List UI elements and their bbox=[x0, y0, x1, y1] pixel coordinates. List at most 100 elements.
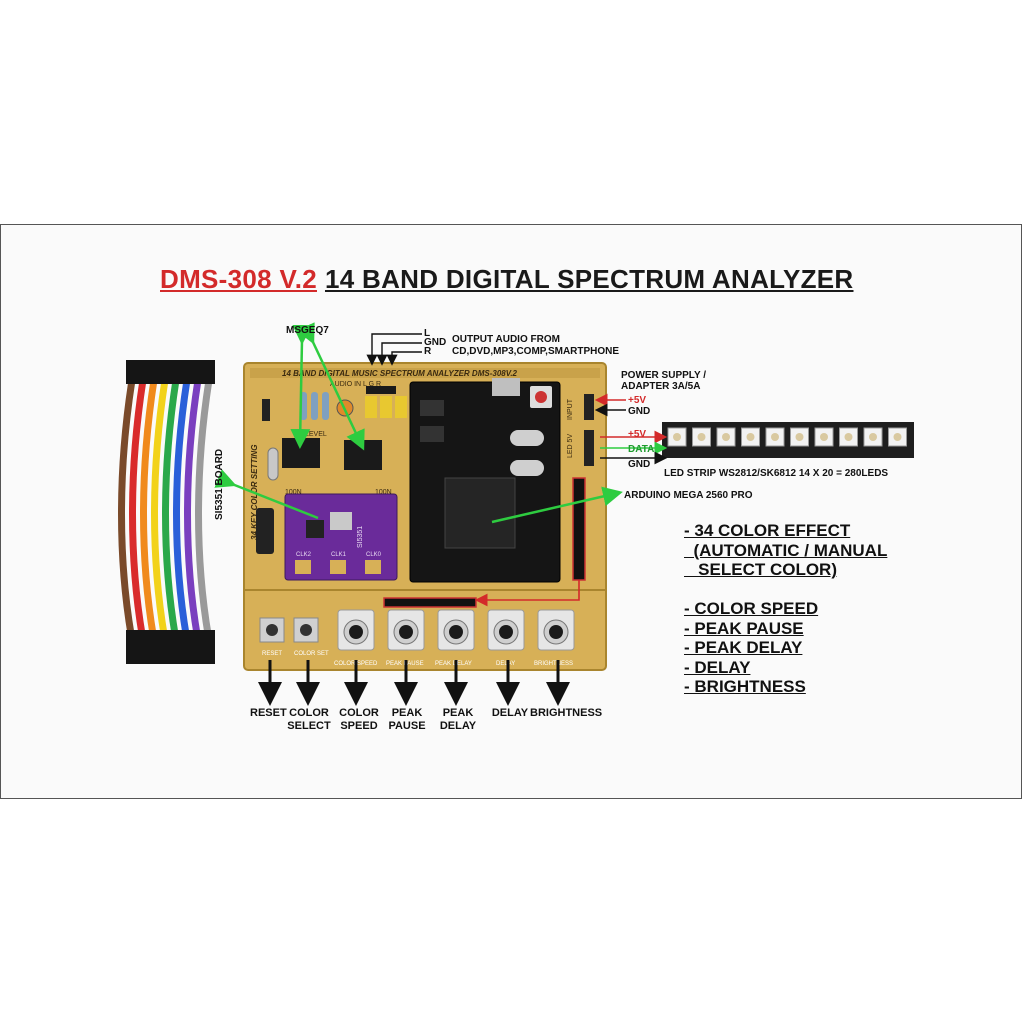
regulator-2 bbox=[420, 426, 444, 442]
capacitor-2 bbox=[380, 396, 392, 418]
led-die bbox=[746, 433, 755, 441]
silk-brightness-text: BRIGHTNESS bbox=[534, 661, 573, 667]
feature-item: (AUTOMATIC / MANUAL bbox=[684, 541, 888, 560]
jumper-connector-top bbox=[126, 360, 138, 384]
led-strip-label: LED STRIP WS2812/SK6812 14 X 20 = 280LED… bbox=[664, 468, 889, 479]
feature-item: - PEAK PAUSE bbox=[684, 619, 804, 638]
potentiometers bbox=[337, 609, 575, 651]
potentiometer-knob bbox=[449, 625, 463, 639]
feature-item: - DELAY bbox=[684, 658, 751, 677]
crystal-1 bbox=[510, 430, 544, 446]
led-die bbox=[795, 433, 804, 441]
feature-item: SELECT COLOR) bbox=[684, 560, 837, 579]
led-data-label: DATA bbox=[628, 444, 655, 455]
crystal-2 bbox=[510, 460, 544, 476]
jumper-connector-bottom bbox=[126, 630, 138, 664]
led-die bbox=[722, 433, 730, 441]
inductor bbox=[267, 447, 279, 481]
reset-button-cap bbox=[266, 624, 278, 636]
feature-item: - COLOR SPEED bbox=[684, 599, 819, 618]
potentiometer-knob bbox=[499, 625, 513, 639]
output-header bbox=[572, 477, 586, 581]
si5351-clk2-pad bbox=[295, 560, 311, 574]
jumper-connector-bottom bbox=[159, 630, 171, 664]
jumper-connector-top bbox=[159, 360, 171, 384]
silk-color-set-text: COLOR SET bbox=[294, 651, 329, 657]
model-name: DMS-308 V.2 bbox=[160, 264, 317, 294]
audio-r-label: R bbox=[424, 346, 432, 357]
audio-gnd-arrow bbox=[376, 342, 422, 366]
jumper-connector-top bbox=[192, 360, 204, 384]
header-link-arrow bbox=[474, 580, 580, 607]
arduino-label: ARDUINO MEGA 2560 PRO bbox=[624, 490, 753, 501]
jumper-connector-bottom bbox=[148, 630, 160, 664]
jumper-connector-bottom bbox=[203, 630, 215, 664]
silk-reset-text: RESET bbox=[262, 651, 282, 657]
control-arrows bbox=[258, 660, 570, 706]
resistor-3 bbox=[322, 392, 329, 420]
power-supply-label-1: POWER SUPPLY / bbox=[621, 370, 707, 381]
led-strip-leds bbox=[667, 427, 907, 447]
si5351-chip bbox=[306, 520, 324, 538]
diode bbox=[262, 399, 270, 421]
audio-gnd-label: GND bbox=[424, 337, 447, 348]
feature-item: - BRIGHTNESS bbox=[684, 677, 806, 696]
jumper-connector-bottom bbox=[192, 630, 204, 664]
jumper-wire bbox=[162, 376, 180, 644]
led-die bbox=[844, 433, 853, 441]
power-5v-label: +5V bbox=[628, 395, 647, 406]
led-5v-label: +5V bbox=[628, 429, 647, 440]
si5351-clk0-pad bbox=[365, 560, 381, 574]
pcb-title-text: 14 BAND DIGITAL MUSIC SPECTRUM ANALYZER … bbox=[282, 369, 518, 378]
output-audio-label-2: CD,DVD,MP3,COMP,SMARTPHONE bbox=[452, 346, 620, 357]
si5351-crystal bbox=[330, 512, 352, 530]
potentiometer-knob bbox=[349, 625, 363, 639]
feature-item: - PEAK DELAY bbox=[684, 638, 803, 657]
potentiometer-knob bbox=[549, 625, 563, 639]
led-die bbox=[697, 433, 706, 441]
led-die bbox=[673, 433, 681, 441]
jumper-connector-bottom bbox=[181, 630, 193, 664]
power-gnd-label: GND bbox=[628, 406, 651, 417]
control-header bbox=[383, 597, 477, 608]
resistor-2 bbox=[311, 392, 318, 420]
jumper-connector-top bbox=[170, 360, 182, 384]
jumper-wire bbox=[151, 376, 169, 644]
feature-item: - 34 COLOR EFFECT bbox=[684, 521, 851, 540]
electrolytic-capacitor bbox=[256, 508, 274, 554]
jumper-wire bbox=[173, 376, 191, 644]
silk-delay-text: DELAY bbox=[496, 661, 515, 667]
pcb-level-text: LEVEL bbox=[305, 431, 327, 438]
led-die bbox=[893, 433, 902, 441]
silk-peak-delay-text: PEAK DELAY bbox=[435, 661, 472, 667]
jumper-connector-top bbox=[181, 360, 193, 384]
si5351-arrow bbox=[214, 469, 319, 520]
msgeq7-chip-2 bbox=[344, 440, 382, 470]
brightness-label: BRIGHTNESS bbox=[530, 707, 603, 719]
audio-l-label: L bbox=[424, 328, 431, 339]
power-supply-label-2: ADAPTER 3A/5A bbox=[621, 381, 701, 392]
pcb-cap-left-text: 100N bbox=[285, 489, 302, 496]
pcb-cap-right-text: 100N bbox=[375, 489, 392, 496]
si5351-clk2-text: CLK2 bbox=[296, 552, 312, 558]
si5351-clk0-text: CLK0 bbox=[366, 552, 382, 558]
capacitor-1 bbox=[365, 396, 377, 418]
capacitor-3 bbox=[395, 396, 407, 418]
si5351-label: SI5351 BOARD bbox=[214, 448, 225, 520]
jumper-wire-bundle bbox=[118, 360, 215, 664]
pcb-title-strip bbox=[250, 368, 600, 378]
regulator-1 bbox=[420, 400, 444, 416]
led-gnd-label: GND bbox=[628, 459, 651, 470]
jumper-wire bbox=[195, 376, 213, 644]
product-name: 14 BAND DIGITAL SPECTRUM ANALYZER bbox=[324, 264, 854, 294]
delay-label: DELAY bbox=[491, 707, 529, 719]
arduino-arrow bbox=[491, 486, 623, 524]
si5351-chip-text: SI5351 bbox=[357, 526, 364, 548]
led-die bbox=[869, 433, 877, 441]
output-audio-label-1: OUTPUT AUDIO FROM bbox=[452, 334, 560, 345]
power-header bbox=[584, 394, 594, 420]
